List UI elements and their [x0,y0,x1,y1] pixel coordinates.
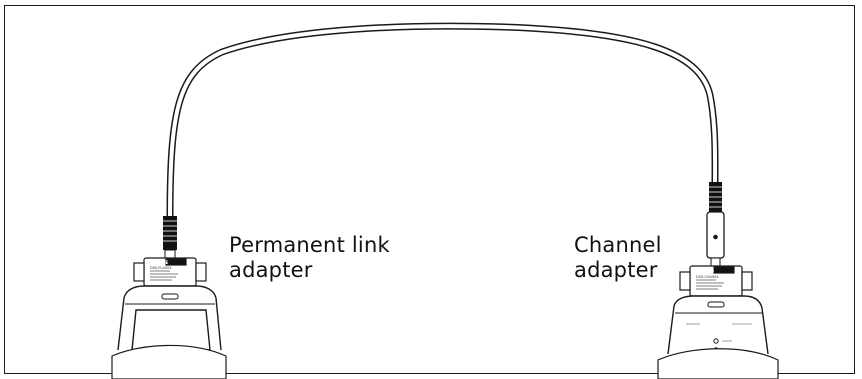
adapter-fine-print-right [696,279,724,290]
permanent-link-plug [163,216,177,261]
channel-adapter-plug [706,182,725,267]
permanent-link-adapter-label: Permanent link adapter [229,233,390,282]
pass-led-icon [713,338,719,344]
channel-adapter-label: Channel adapter [574,233,662,282]
test-cable-inner [168,24,718,220]
channel-adapter-module [679,265,753,297]
right-adapter-brand: FLUKE [700,268,715,273]
test-cable [166,22,719,222]
diagram-frame [4,5,855,374]
adapter-fine-print-left [150,270,178,281]
left-tester-screen [131,309,211,351]
permanent-link-adapter-module [133,257,207,287]
right-tester-body [657,295,779,379]
left-adapter-brand: FLUKE [154,260,169,265]
left-tester-body [111,285,227,379]
right-adapter-model: DSX-CHA004 [696,275,719,279]
left-adapter-model: DSX-PLA004 [150,266,172,270]
